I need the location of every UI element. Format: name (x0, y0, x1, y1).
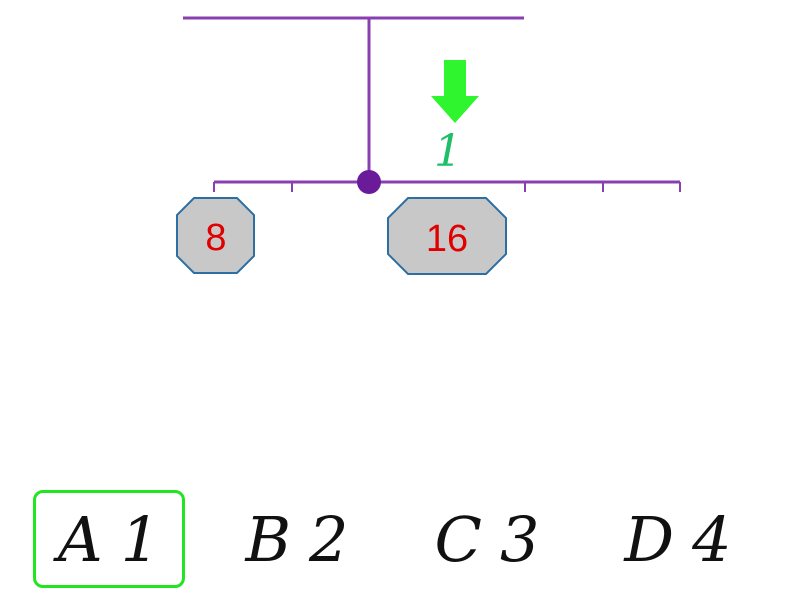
weight-left: 8 (176, 197, 255, 274)
balance-scene: 1 8 16 (176, 16, 681, 275)
answer-option-a-value: 1 (120, 502, 161, 576)
weight-right-label: 16 (426, 218, 468, 260)
answer-option-d-value: 4 (692, 502, 732, 576)
position-marker-label: 1 (434, 126, 462, 177)
down-arrow-icon (431, 60, 479, 123)
answer-option-d[interactable]: D 4 (598, 490, 758, 588)
answer-option-b-letter: B (245, 502, 292, 576)
weight-right: 16 (387, 197, 507, 275)
answer-option-d-letter: D (624, 502, 675, 576)
answer-option-a[interactable]: A 1 (33, 490, 185, 588)
pivot-point (357, 170, 381, 194)
answer-option-a-letter: A (57, 502, 103, 576)
beam-ticks (213, 182, 681, 192)
answer-option-b[interactable]: B 2 (222, 490, 372, 588)
answer-option-c-value: 3 (500, 502, 540, 576)
weight-left-label: 8 (205, 217, 226, 259)
answer-option-c[interactable]: C 3 (412, 490, 562, 588)
answer-option-c-letter: C (434, 502, 482, 576)
answer-option-b-value: 2 (309, 502, 349, 576)
